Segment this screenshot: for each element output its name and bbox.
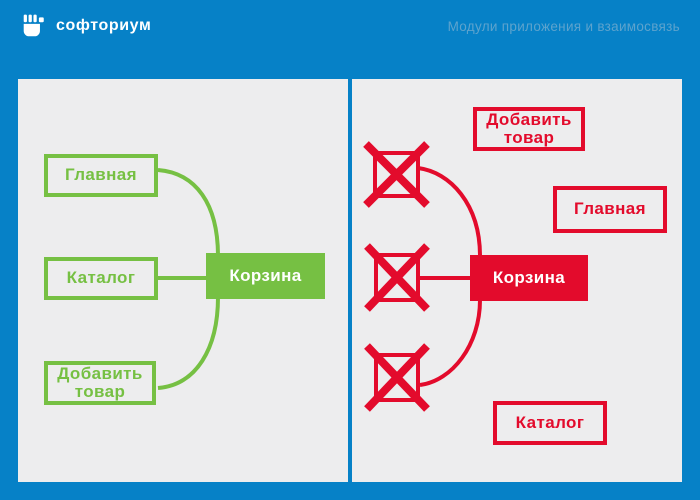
connector-lines-red [363,141,482,412]
softorium-hand-icon [23,14,44,37]
panel-disconnected: Добавить товар Главная Корзина Каталог [352,79,682,482]
crossed-module-icon [364,243,430,312]
panel-connected: Главная Каталог Добавить товар Корзина [18,79,348,482]
node-add-product-detached: Добавить товар [473,107,585,151]
crossed-module-icon [363,141,430,208]
node-catalog: Каталог [44,257,158,300]
logo-text: софториум [56,17,152,34]
page-title: Модули приложения и взаимосвязь [447,19,680,34]
node-catalog-detached: Каталог [493,401,607,445]
node-main: Главная [44,154,158,197]
hub-cart: Корзина [206,253,325,299]
logo: софториум [21,13,151,39]
node-main-detached: Главная [553,186,667,233]
connector-lines-green [157,168,220,390]
hub-cart: Корзина [470,255,588,301]
node-add-product: Добавить товар [44,361,156,405]
crossed-module-icon [364,343,430,412]
